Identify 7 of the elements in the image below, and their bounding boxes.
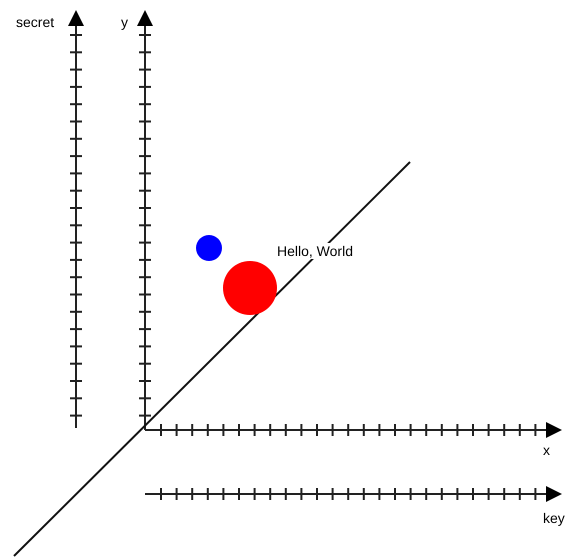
- axis-label: x: [543, 442, 550, 458]
- circle-marker: [196, 235, 222, 261]
- circle-marker: [223, 261, 277, 315]
- point-label: Hello, World: [277, 243, 353, 259]
- axis-label: y: [121, 14, 128, 30]
- axis-label: key: [543, 510, 565, 526]
- axis-label: secret: [16, 14, 54, 30]
